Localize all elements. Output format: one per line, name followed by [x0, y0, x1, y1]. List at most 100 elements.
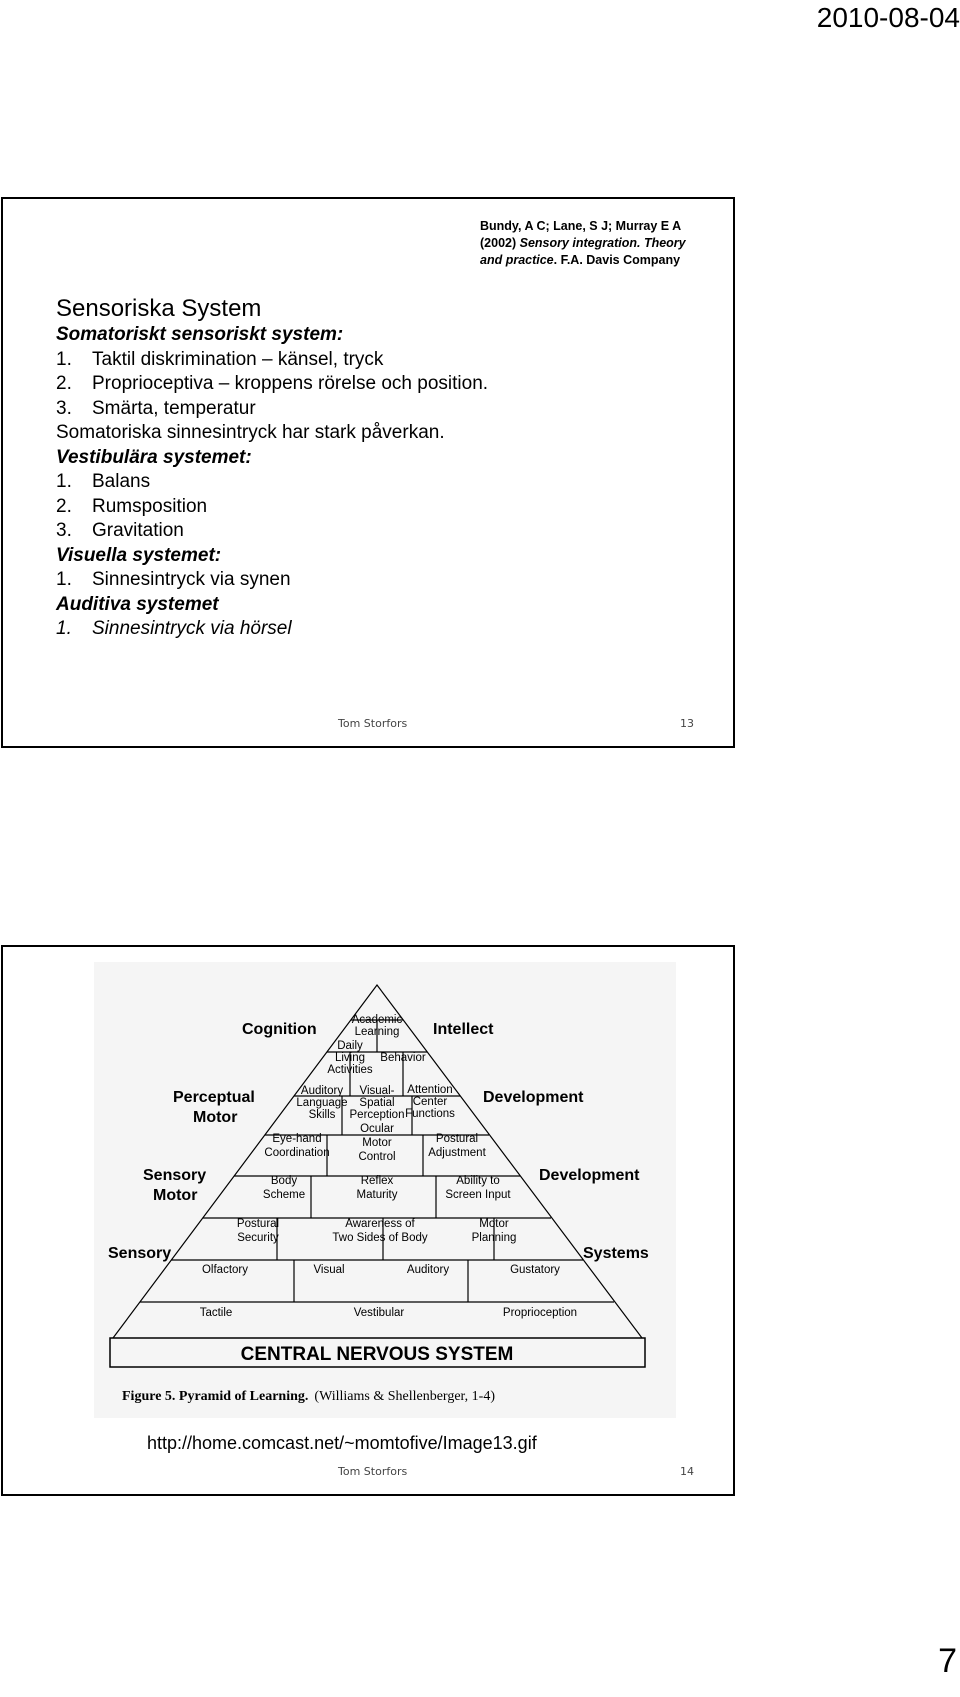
- cell-postural-adj-2: Adjustment: [428, 1147, 486, 1159]
- citation-line-1: Bundy, A C; Lane, S J; Murray E A: [480, 219, 682, 233]
- cell-visual-spatial-3: Perception: [350, 1109, 405, 1121]
- citation-title-1: Sensory integration. Theory: [519, 236, 686, 250]
- list-item: 3.Gravitation: [56, 519, 488, 544]
- cell-eyehand-1: Eye-hand: [272, 1133, 321, 1145]
- list-item: 3. Smärta, temperatur: [56, 397, 488, 422]
- pyramid-lines: [109, 983, 646, 1368]
- item-number: 1.: [56, 348, 72, 370]
- item-text: Taktil diskrimination – känsel, tryck: [92, 348, 384, 370]
- label-intellect: Intellect: [433, 1021, 494, 1038]
- cell-motorplan-1: Motor: [479, 1218, 509, 1230]
- cell-eyehand-2: Coordination: [264, 1147, 329, 1159]
- label-cognition: Cognition: [242, 1021, 317, 1038]
- item-number: 1.: [56, 618, 72, 639]
- list-item: 2. Proprioceptiva – kroppens rörelse och …: [56, 372, 488, 397]
- citation-line-3: and practice. F.A. Davis Company: [480, 252, 710, 269]
- cell-visual: Visual: [313, 1264, 344, 1276]
- label-systems: Systems: [583, 1245, 649, 1262]
- cell-awareness-2: Two Sides of Body: [332, 1232, 427, 1244]
- footer-page: 14: [680, 1465, 694, 1478]
- cell-academic-2: Learning: [355, 1026, 400, 1038]
- cell-daily-3: Activities: [327, 1064, 373, 1076]
- somato-heading: Somatoriskt sensoriskt system:: [56, 324, 344, 345]
- cell-attention-3: Functions: [405, 1108, 455, 1120]
- cell-cns: CENTRAL NERVOUS SYSTEM: [241, 1344, 514, 1365]
- list-item: 2. Rumsposition: [56, 495, 488, 520]
- label-sensory-motor: Sensory: [143, 1167, 206, 1184]
- somato-note: Somatoriska sinnesintryck har stark påve…: [56, 422, 445, 443]
- cell-postural-sec-1: Postural: [237, 1218, 279, 1230]
- item-number: 3.: [56, 397, 72, 419]
- list-item: 1.Balans: [56, 470, 488, 495]
- cell-auditory: Auditory: [407, 1264, 449, 1276]
- citation-publisher: . F.A. Davis Company: [553, 253, 681, 267]
- cell-daily-2: Living: [335, 1052, 365, 1064]
- cell-tactile: Tactile: [200, 1307, 233, 1319]
- cell-visual-spatial-1: Visual-: [360, 1085, 395, 1097]
- item-text: Proprioceptiva – kroppens rörelse och po…: [92, 373, 489, 394]
- item-number: 2.: [56, 495, 72, 517]
- cell-body-1: Body: [271, 1175, 297, 1187]
- cell-ability-2: Screen Input: [445, 1189, 511, 1201]
- item-number: 2.: [56, 373, 72, 394]
- footer-author: Tom Storfors: [338, 717, 408, 730]
- cell-academic-1: Academic: [352, 1014, 403, 1026]
- item-text: Rumsposition: [92, 495, 208, 517]
- item-text: Sinnesintryck via hörsel: [92, 618, 292, 639]
- item-text: Sinnesintryck via synen: [92, 569, 291, 590]
- cell-ocular-3: Control: [358, 1151, 395, 1163]
- aud-heading: Auditiva systemet: [56, 593, 219, 615]
- footer-page: 13: [680, 717, 694, 730]
- cell-vestibular: Vestibular: [354, 1307, 405, 1319]
- citation-title-2: and practice: [480, 253, 554, 267]
- caption-bold: Figure 5. Pyramid of Learning.: [122, 1389, 308, 1404]
- item-number: 1.: [56, 471, 72, 492]
- label-sensory: Sensory: [108, 1245, 171, 1262]
- header-date: 2010-08-04: [816, 2, 960, 33]
- cell-ocular-1: Ocular: [360, 1123, 394, 1135]
- cell-body-2: Scheme: [263, 1189, 305, 1201]
- label-motor: Motor: [193, 1109, 237, 1126]
- list-item: 1. Taktil diskrimination – känsel, tryck: [56, 348, 488, 373]
- cell-ocular-2: Motor: [362, 1137, 392, 1149]
- item-text: Smärta, temperatur: [92, 397, 256, 419]
- citation: Bundy, A C; Lane, S J; Murray E A (2002)…: [480, 218, 710, 269]
- cell-motorplan-2: Planning: [472, 1232, 517, 1244]
- item-number: 1.: [56, 569, 72, 590]
- cell-postural-sec-2: Security: [237, 1232, 279, 1244]
- citation-line-2: (2002) Sensory integration. Theory: [480, 235, 710, 252]
- cell-olfactory: Olfactory: [202, 1264, 248, 1276]
- caption-rest: (Williams & Shellenberger, 1-4): [314, 1389, 495, 1404]
- page-number: 7: [938, 1642, 957, 1680]
- cell-attention-1: Attention: [407, 1084, 452, 1096]
- list-item: 1. Sinnesintryck via hörsel: [56, 617, 488, 642]
- cell-auditory-lang-1: Auditory: [301, 1085, 343, 1097]
- cell-gustatory: Gustatory: [510, 1264, 560, 1276]
- vis-heading: Visuella systemet:: [56, 544, 222, 566]
- slide-title: Sensoriska System: [56, 295, 262, 322]
- cell-postural-adj-1: Postural: [436, 1133, 478, 1145]
- citation-year: (2002): [480, 236, 520, 250]
- pyramid-figure: Cognition Intellect Perceptual Motor Dev…: [94, 962, 676, 1418]
- cell-daily-1: Daily: [337, 1040, 363, 1052]
- cell-visual-spatial-2: Spatial: [359, 1097, 394, 1109]
- list-item: 1. Sinnesintryck via synen: [56, 568, 488, 593]
- cell-behavior: Behavior: [380, 1052, 426, 1064]
- cns-box: [109, 1337, 646, 1368]
- cell-proprioception: Proprioception: [503, 1307, 577, 1319]
- slide-14: Cognition Intellect Perceptual Motor Dev…: [1, 945, 735, 1496]
- cell-auditory-lang-2: Language: [296, 1097, 347, 1109]
- cell-attention-2: Center: [413, 1096, 448, 1108]
- label-development-1: Development: [483, 1089, 584, 1106]
- cell-awareness-1: Awareness of: [345, 1218, 415, 1230]
- item-text: Gravitation: [92, 520, 184, 541]
- pyramid-outline: [112, 983, 643, 1339]
- label-development-2: Development: [539, 1167, 640, 1184]
- cell-reflex-1: Reflex: [361, 1175, 394, 1187]
- label-perceptual: Perceptual: [173, 1089, 255, 1106]
- vest-heading: Vestibulära systemet:: [56, 446, 252, 468]
- cell-reflex-2: Maturity: [357, 1189, 398, 1201]
- slide-content: Sensoriska System Somatoriskt sensoriskt…: [56, 295, 488, 642]
- slide-13: Bundy, A C; Lane, S J; Murray E A (2002)…: [1, 197, 735, 748]
- pyramid-diagram: Cognition Intellect Perceptual Motor Dev…: [108, 983, 649, 1404]
